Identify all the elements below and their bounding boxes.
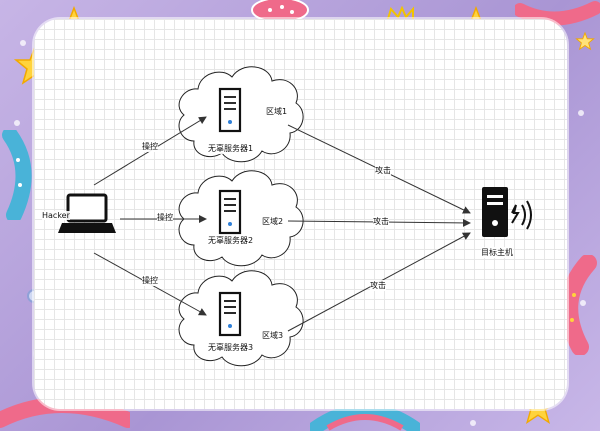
control-label-3: 操控 xyxy=(142,275,158,286)
zone-label-3: 区域3 xyxy=(262,330,284,341)
attack-label-3: 攻击 xyxy=(370,280,386,291)
server-label-2: 无辜服务器2 xyxy=(208,235,254,246)
server-icon xyxy=(218,87,242,133)
server-icon xyxy=(218,291,242,337)
diagram-canvas: Hacker 操控 操控 操控 无辜服务器1 无辜服务器2 无辜服务器3 区域1… xyxy=(34,19,567,409)
attacker-label: Hacker xyxy=(42,211,70,220)
server-icon xyxy=(218,189,242,235)
decor-dot xyxy=(578,110,584,116)
zone-label-2: 区域2 xyxy=(262,216,284,227)
control-label-2: 操控 xyxy=(157,212,173,223)
attack-label-2: 攻击 xyxy=(373,216,389,227)
server-label-1: 无辜服务器1 xyxy=(208,143,254,154)
target-label: 目标主机 xyxy=(481,247,513,258)
diagram-svg xyxy=(58,66,532,367)
decor-dot xyxy=(580,300,586,306)
decor-dot xyxy=(470,420,476,426)
control-label-1: 操控 xyxy=(142,141,158,152)
decor-dot xyxy=(14,120,20,126)
laptop-icon xyxy=(58,193,116,233)
decor-dot xyxy=(300,8,306,14)
decor-dot xyxy=(20,40,26,46)
server-label-3: 无辜服务器3 xyxy=(208,342,254,353)
server-broadcast-icon xyxy=(482,187,532,237)
attack-label-1: 攻击 xyxy=(375,165,391,176)
zone-label-1: 区域1 xyxy=(266,106,288,117)
decor-dot xyxy=(120,418,126,424)
